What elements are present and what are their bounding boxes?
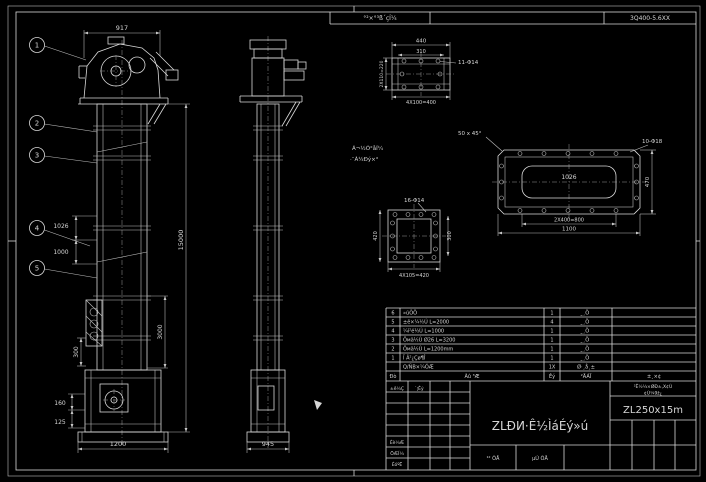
dim-plate-slot: 1026 (561, 174, 576, 181)
bom-row-qty: 1 (550, 356, 553, 362)
titleblock-note-line1: ²Ê½¼×ØÐ±,X¢Ù (634, 382, 673, 390)
bom-row-name: ±ê×¼½Ú L=2000 (403, 319, 449, 326)
balloon-5: 5 (35, 265, 39, 273)
bom-row-qty: 1 (550, 347, 553, 353)
dim-flange-right: 300 (447, 231, 453, 241)
titleblock-sign-check: ÉóºË (392, 460, 403, 468)
bom-row-material: ̼¸Ö (580, 310, 590, 317)
bom-row-name: Q/ÑB×¼ÓÆ (403, 364, 434, 371)
bom-row-material: Ø·¸å¸± (577, 364, 595, 371)
bom-row-qty: 1 (550, 311, 553, 317)
bom-row-no: 5 (391, 320, 394, 326)
bom-row-material: ̼¸Ö (580, 355, 590, 362)
bom-row-material: ̼¸Ö (580, 337, 590, 344)
detail-flange-dimensions: 16-Φ14 420 300 4X105=420 (373, 198, 453, 279)
dim-front-base-width: 1200 (110, 440, 127, 448)
detail-plate-dimensions: 1026 470 2X400=800 1100 10-Φ18 50 x 45° (458, 131, 663, 236)
dim-front-pitch-b: 1000 (53, 249, 68, 256)
bom-row-name: Öмä½Ú Ø26 L=3200 (403, 337, 455, 344)
bom-table: 6 »úÕÖ 1 ̼¸Ö 5 ±ê×¼½Ú L=2000 4 ̼¸Ö 4 ¼ì²… (385, 307, 696, 470)
sheet-total-label: ¹² ÕÅ (487, 455, 501, 462)
dim-channel-bottom: 4X100=400 (406, 100, 436, 106)
bom-row-qty: 1 (550, 329, 553, 335)
balloon-1: 1 (35, 42, 39, 50)
balloon-callouts: 1 2 3 4 5 (29, 37, 98, 279)
bom-row-material: ̼¸Ö (580, 319, 590, 326)
section-mark (314, 400, 322, 410)
dim-front-boot-a: 160 (54, 400, 66, 407)
titleblock-count-label: ´¦Êý (414, 384, 424, 392)
title-block: ±ê¼Ç ´¦Êý Éè¼Æ ÖÆÍ¼ ÉóºË ZLÐͶ·Ê½ÌáÉý»ú ¹… (386, 381, 696, 470)
header-doc-number: 3Q400-5.6XX (630, 15, 670, 22)
bom-header-remark: ±¸×¢ (647, 374, 661, 380)
label-channel-holes: 11-Φ14 (458, 60, 479, 66)
titleblock-sign-draw: ÖÆÍ¼ (390, 450, 404, 457)
drawing-title: ZLÐͶ·Ê½ÌáÉý»ú (492, 418, 589, 433)
bom-row-qty: 1X (549, 365, 556, 371)
titleblock-note-line2: ¢Ù¼9ž¿ (644, 390, 663, 397)
bom-header-no: Ðò (390, 373, 397, 380)
header-view-label: °²×°³ß´çÍ¼ (363, 15, 397, 22)
front-view-linework (77, 36, 179, 446)
balloon-3: 3 (35, 152, 39, 160)
detail-plate-caption: Á¬½Ó°åÍ¼ ·¨À¼Ðý×° (350, 145, 384, 163)
titleblock-mark-label: ±ê¼Ç (390, 385, 404, 392)
balloon-4: 4 (35, 225, 40, 233)
bom-header-name: Ãû ³Æ (464, 373, 479, 380)
label-plate-chamfer: 50 x 45° (458, 131, 482, 137)
dim-side-base-width: 945 (262, 440, 274, 448)
bom-header-material: ²ÄÁÏ (581, 373, 592, 380)
drawing-model-number: ZL250x15m (623, 405, 683, 416)
dim-flange-left: 420 (373, 231, 379, 241)
bom-row-no: 4 (391, 329, 394, 335)
dim-channel-left: 2X110=220 (379, 60, 385, 87)
plate-caption-line2: ·¨À¼Ðý×° (350, 156, 379, 163)
detail-channel-dimensions: 440 310 2X110=220 4X100=400 11-Φ14 (379, 39, 479, 107)
dim-flange-bottom: 4X105=420 (399, 273, 429, 279)
side-view-linework (239, 36, 322, 448)
bom-row-no: 1 (391, 356, 394, 362)
dim-front-pitch-a: 1026 (53, 223, 68, 230)
dim-front-boot-b: 125 (54, 419, 66, 426)
bom-row-no: 6 (391, 311, 394, 317)
sheet-border (7, 5, 701, 477)
front-view-dimensions: 917 15000 3000 1026 1000 300 160 125 120… (53, 24, 190, 453)
sheet-number-label: µÚ ÕÅ (532, 455, 548, 462)
bom-row-qty: 1 (550, 338, 553, 344)
dim-plate-width: 1100 (562, 227, 576, 233)
detail-plate-linework (492, 144, 646, 220)
dim-front-top-width: 917 (116, 24, 128, 32)
bom-row-name: Öмä½Ú L=1200mm (403, 346, 453, 353)
dim-plate-height: 470 (645, 176, 651, 187)
titleblock-sign-design: Éè¼Æ (390, 438, 405, 446)
bom-row-name: ¼ì²é½Ú L=1000 (403, 328, 444, 335)
dim-channel-width: 440 (416, 39, 427, 45)
bom-row-material: ̼¸Ö (580, 328, 590, 335)
bom-header-qty: Êý (549, 372, 555, 380)
label-plate-holes: 10-Φ18 (642, 139, 663, 145)
bom-row-material: ̼¸Ö (580, 346, 590, 353)
dim-plate-pitch: 2X400=800 (554, 218, 584, 224)
bom-row-no: 2 (391, 347, 394, 353)
detail-flange-linework (382, 204, 446, 268)
header-strip: °²×°³ß´çÍ¼ 3Q400-5.6XX (329, 12, 696, 25)
dim-front-total-height: 15000 (177, 230, 185, 251)
bom-row-qty: 4 (550, 320, 553, 326)
plate-caption-line1: Á¬½Ó°åÍ¼ (352, 145, 384, 152)
detail-channel-linework (386, 52, 456, 96)
dim-front-inspection: 300 (73, 346, 80, 358)
dim-front-section-height: 3000 (157, 324, 164, 339)
balloon-2: 2 (35, 120, 39, 128)
side-view-dimensions: 945 (246, 440, 290, 453)
bom-row-no: 3 (391, 338, 394, 344)
bom-row-name: »úÕÖ (403, 310, 417, 317)
dim-channel-inner-width: 310 (416, 49, 426, 55)
bom-row-name: Ï Â²¿Çø¶Î (403, 355, 426, 362)
label-flange-holes: 16-Φ14 (404, 198, 425, 204)
